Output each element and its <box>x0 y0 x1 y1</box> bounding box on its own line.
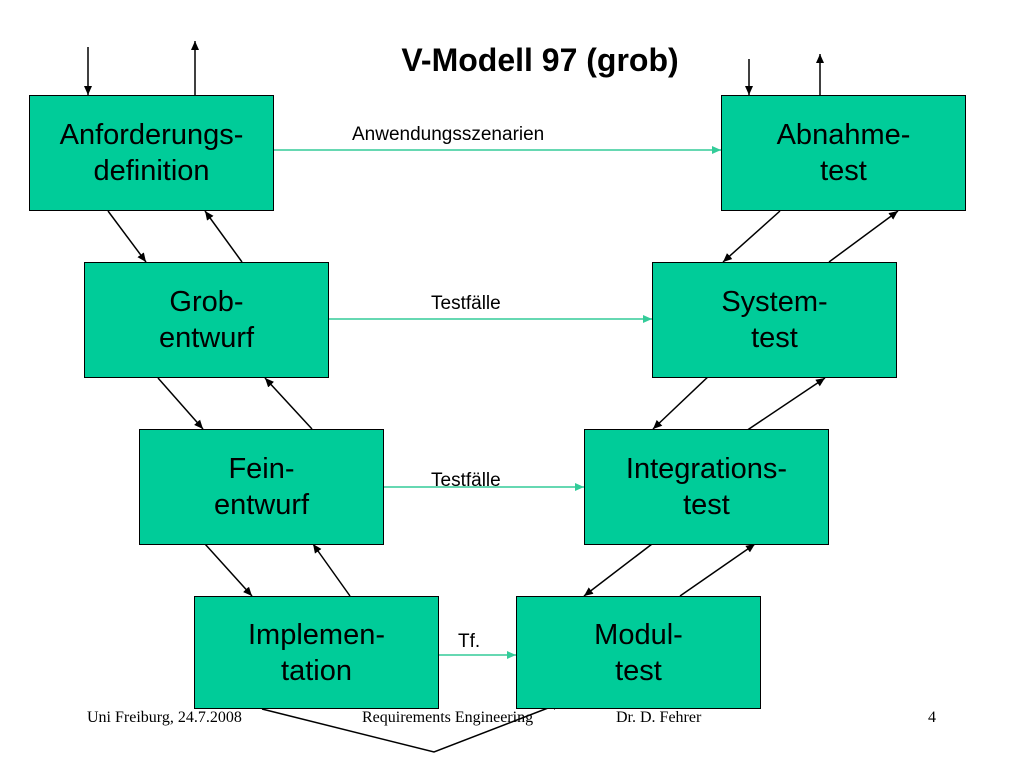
box-systemtest: System- test <box>652 262 897 378</box>
box-label-line2: test <box>615 654 662 687</box>
box-label-line2: tation <box>281 654 352 687</box>
footer-page-number: 4 <box>928 709 936 726</box>
footer-course-title: Requirements Engineering <box>362 709 534 726</box>
box-label-line2: definition <box>93 155 210 187</box>
box-integrationstest: Integrations- test <box>584 429 829 545</box>
box-label-line1: Grob- <box>169 286 244 318</box>
arrow-down-1 <box>107 210 147 263</box>
arrow-up-1 <box>204 210 243 263</box>
flow-label-testfaelle-2: Testfälle <box>431 470 501 491</box>
flow-label-testfaelle-1: Testfälle <box>431 293 501 314</box>
arrow-up-2 <box>264 377 313 430</box>
footer-affiliation-date: Uni Freiburg, 24.7.2008 <box>87 709 242 726</box>
flow-label-tf: Tf. <box>458 631 481 652</box>
box-label-line1: Integrations- <box>625 453 788 485</box>
flow-label-anwendungsszenarien: Anwendungsszenarien <box>352 124 545 145</box>
box-grobentwurf: Grob- entwurf <box>84 262 329 378</box>
box-implementation: Implemen- tation <box>194 596 439 709</box>
arrow-down-r2 <box>652 372 713 430</box>
box-label-line1: System- <box>721 286 828 318</box>
arrow-down-3 <box>204 543 253 597</box>
box-feinentwurf: Fein- entwurf <box>139 429 384 545</box>
box-abnahmetest: Abnahme- test <box>721 95 966 211</box>
footer-author: Dr. D. Fehrer <box>616 709 702 726</box>
arrow-up-r2 <box>742 377 826 434</box>
box-label-line2: test <box>751 322 798 354</box>
arrow-down-r1 <box>722 210 781 263</box>
box-modultest: Modul- test <box>516 596 761 709</box>
arrow-up-r3 <box>679 543 756 597</box>
box-label-line1: Implemen- <box>248 618 385 651</box>
arrow-up-r1 <box>828 210 899 263</box>
box-label-line1: Abnahme- <box>776 119 911 151</box>
arrow-down-2 <box>157 377 204 430</box>
box-anforderungsdefinition: Anforderungs- definition <box>29 95 274 211</box>
bottom-connector <box>261 702 562 753</box>
box-label-line1: Modul- <box>594 618 683 651</box>
box-label-line2: entwurf <box>213 489 310 521</box>
box-label-line2: entwurf <box>158 322 255 354</box>
arrow-up-3 <box>312 543 351 597</box>
box-label-line2: test <box>683 489 730 521</box>
box-label-line1: Anforderungs- <box>59 119 244 151</box>
box-label-line1: Fein- <box>228 453 295 485</box>
box-label-line2: test <box>820 155 867 187</box>
arrow-down-r3 <box>583 543 653 597</box>
page-title: V-Modell 97 (grob) <box>401 42 679 78</box>
